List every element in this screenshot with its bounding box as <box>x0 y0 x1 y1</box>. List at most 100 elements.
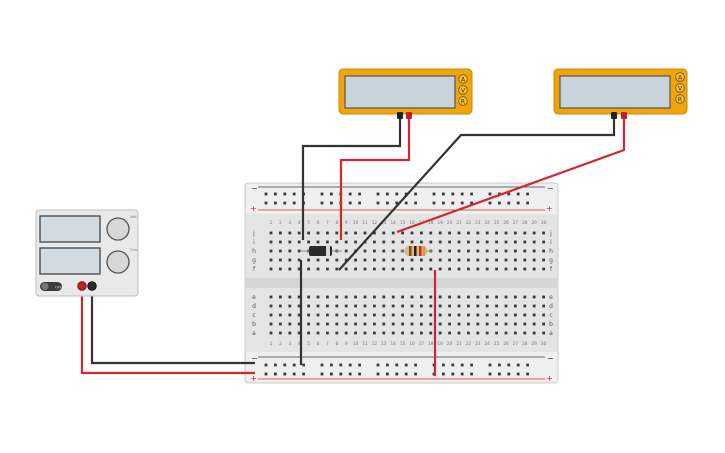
breadboard-hole[interactable] <box>279 322 282 326</box>
breadboard-hole[interactable] <box>410 258 414 262</box>
breadboard-hole[interactable] <box>448 304 451 308</box>
rail-hole[interactable] <box>292 372 296 376</box>
breadboard-hole[interactable] <box>485 331 489 335</box>
breadboard-hole[interactable] <box>335 322 339 326</box>
breadboard-hole[interactable] <box>532 240 536 244</box>
breadboard-hole[interactable] <box>542 331 545 335</box>
breadboard-hole[interactable] <box>410 267 414 271</box>
breadboard-hole[interactable] <box>438 249 442 253</box>
breadboard-hole[interactable] <box>485 240 489 244</box>
breadboard-hole[interactable] <box>269 240 273 244</box>
breadboard-hole[interactable] <box>401 267 404 271</box>
breadboard-hole[interactable] <box>476 304 480 308</box>
breadboard-hole[interactable] <box>457 295 461 299</box>
breadboard-hole[interactable] <box>288 240 292 244</box>
breadboard-hole[interactable] <box>391 267 395 271</box>
breadboard-hole[interactable] <box>410 313 414 317</box>
rail-hole[interactable] <box>320 372 324 376</box>
breadboard-hole[interactable] <box>354 231 357 235</box>
breadboard-hole[interactable] <box>495 322 498 326</box>
breadboard-hole[interactable] <box>373 295 376 299</box>
breadboard-hole[interactable] <box>429 231 433 235</box>
rail-hole[interactable] <box>516 192 520 196</box>
rail-hole[interactable] <box>274 372 277 376</box>
breadboard-hole[interactable] <box>542 267 545 271</box>
multimeter-2-volt-button[interactable] <box>675 83 685 93</box>
breadboard-hole[interactable] <box>326 295 329 299</box>
breadboard-hole[interactable] <box>495 240 498 244</box>
multimeter-2-amp-button[interactable] <box>675 72 685 82</box>
breadboard-hole[interactable] <box>523 304 527 308</box>
rail-hole[interactable] <box>451 363 455 367</box>
breadboard-hole[interactable] <box>344 240 348 244</box>
breadboard-hole[interactable] <box>485 295 489 299</box>
rail-hole[interactable] <box>395 192 399 196</box>
breadboard-hole[interactable] <box>307 240 310 244</box>
rail-hole[interactable] <box>526 372 529 376</box>
breadboard-hole[interactable] <box>335 267 339 271</box>
breadboard-hole[interactable] <box>420 258 423 262</box>
breadboard-hole[interactable] <box>448 267 451 271</box>
breadboard-hole[interactable] <box>429 258 433 262</box>
rail-hole[interactable] <box>526 192 529 196</box>
breadboard-hole[interactable] <box>288 322 292 326</box>
breadboard-hole[interactable] <box>269 331 273 335</box>
breadboard-hole[interactable] <box>467 249 470 253</box>
rail-hole[interactable] <box>320 363 324 367</box>
breadboard-hole[interactable] <box>420 331 423 335</box>
breadboard-hole[interactable] <box>495 258 498 262</box>
breadboard-hole[interactable] <box>344 258 348 262</box>
breadboard-hole[interactable] <box>476 322 480 326</box>
breadboard-hole[interactable] <box>467 331 470 335</box>
breadboard-hole[interactable] <box>307 295 310 299</box>
rail-hole[interactable] <box>498 201 501 205</box>
rail-hole[interactable] <box>460 201 464 205</box>
rail-hole[interactable] <box>516 201 520 205</box>
breadboard-hole[interactable] <box>485 258 489 262</box>
rail-hole[interactable] <box>507 201 511 205</box>
breadboard-hole[interactable] <box>410 295 414 299</box>
breadboard-hole[interactable] <box>288 249 292 253</box>
rail-hole[interactable] <box>348 372 352 376</box>
breadboard-hole[interactable] <box>269 304 273 308</box>
rail-hole[interactable] <box>470 363 473 367</box>
rail-hole[interactable] <box>386 192 389 196</box>
breadboard-hole[interactable] <box>542 295 545 299</box>
breadboard-hole[interactable] <box>420 322 423 326</box>
breadboard-hole[interactable] <box>382 267 386 271</box>
rail-hole[interactable] <box>376 363 380 367</box>
breadboard-hole[interactable] <box>382 322 386 326</box>
breadboard-hole[interactable] <box>410 322 414 326</box>
breadboard-hole[interactable] <box>523 295 527 299</box>
breadboard-hole[interactable] <box>532 258 536 262</box>
breadboard-hole[interactable] <box>354 322 357 326</box>
rail-hole[interactable] <box>488 363 492 367</box>
breadboard-hole[interactable] <box>316 231 320 235</box>
breadboard-hole[interactable] <box>495 295 498 299</box>
multimeter-1-ohm-button[interactable] <box>458 96 468 106</box>
breadboard-hole[interactable] <box>401 304 404 308</box>
breadboard-hole[interactable] <box>363 295 367 299</box>
breadboard-hole[interactable] <box>485 267 489 271</box>
rail-hole[interactable] <box>507 363 511 367</box>
breadboard-hole[interactable] <box>335 304 339 308</box>
wire-meter2-black[interactable] <box>338 115 616 271</box>
rail-hole[interactable] <box>470 201 473 205</box>
breadboard-hole[interactable] <box>438 304 442 308</box>
breadboard-hole[interactable] <box>523 313 527 317</box>
breadboard-hole[interactable] <box>457 322 461 326</box>
breadboard-hole[interactable] <box>476 267 480 271</box>
breadboard-hole[interactable] <box>504 231 508 235</box>
breadboard-hole[interactable] <box>457 249 461 253</box>
breadboard-hole[interactable] <box>363 231 367 235</box>
breadboard-hole[interactable] <box>438 331 442 335</box>
breadboard-hole[interactable] <box>307 304 310 308</box>
rail-hole[interactable] <box>292 201 296 205</box>
breadboard-hole[interactable] <box>523 267 527 271</box>
breadboard-hole[interactable] <box>504 240 508 244</box>
rail-hole[interactable] <box>320 201 324 205</box>
power-supply-negative-terminal[interactable] <box>87 281 97 291</box>
rail-hole[interactable] <box>358 372 361 376</box>
breadboard-hole[interactable] <box>297 240 301 244</box>
breadboard-hole[interactable] <box>410 231 414 235</box>
